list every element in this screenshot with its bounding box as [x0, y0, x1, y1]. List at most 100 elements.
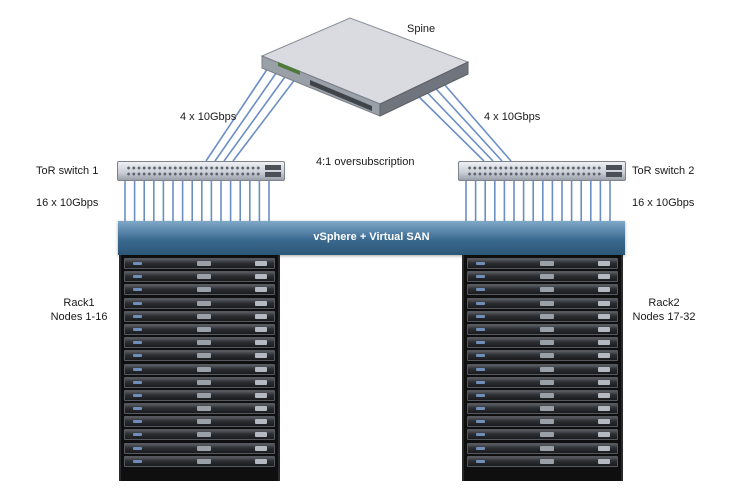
rack-2-nodes: Nodes 17-32: [632, 311, 696, 323]
rack-1-node: [124, 416, 275, 428]
node-indicator: [197, 261, 211, 266]
node-indicator: [476, 407, 485, 411]
spine-status-strip: [278, 62, 300, 75]
node-indicator: [197, 353, 211, 359]
node-indicator: [540, 287, 554, 293]
rack-2-node: [467, 416, 618, 428]
rack-2-node: [467, 389, 618, 401]
node-indicator: [598, 432, 610, 438]
node-indicator: [476, 446, 485, 450]
rack-1-node: [124, 310, 275, 322]
rack-2: [462, 255, 623, 481]
node-indicator: [255, 419, 267, 425]
node-indicator: [540, 274, 554, 280]
spine-label: Spine: [407, 23, 436, 35]
node-indicator: [598, 419, 610, 425]
node-indicator: [197, 379, 211, 385]
node-indicator: [197, 406, 211, 412]
node-indicator: [255, 458, 267, 464]
node-indicator: [255, 353, 267, 359]
node-indicator: [255, 445, 267, 451]
node-indicator: [598, 274, 610, 280]
node-indicator: [540, 300, 554, 306]
node-indicator: [598, 458, 610, 464]
node-indicator: [255, 379, 267, 385]
rack-2-node: [467, 403, 618, 415]
rack-2-node: [467, 323, 618, 335]
node-indicator: [598, 340, 610, 346]
rack-2-node: [467, 310, 618, 322]
uplink-left-2: [214, 65, 282, 162]
tor-switch-2-label: ToR switch 2: [632, 165, 695, 177]
node-indicator: [476, 393, 485, 397]
node-indicator: [598, 379, 610, 385]
rack-2-node: [467, 350, 618, 362]
oversubscription-label: 4:1 oversubscription: [316, 156, 415, 168]
node-indicator: [598, 261, 610, 266]
node-indicator: [255, 287, 267, 293]
rack-1-name: Rack1: [63, 297, 95, 309]
node-indicator: [476, 354, 485, 358]
node-indicator: [255, 432, 267, 438]
uplink-label-left: 4 x 10Gbps: [180, 111, 237, 123]
uplink-right-4: [436, 75, 512, 162]
cluster-band: vSphere + Virtual SAN: [118, 221, 625, 255]
node-indicator: [197, 445, 211, 451]
uplink-right-3: [427, 79, 503, 162]
tor-switch-1-downlink-label: 16 x 10Gbps: [36, 197, 99, 209]
node-indicator: [598, 313, 610, 319]
node-indicator: [476, 459, 485, 463]
node-indicator: [197, 458, 211, 464]
node-indicator: [197, 392, 211, 398]
uplink-label-right: 4 x 10Gbps: [484, 111, 541, 123]
node-indicator: [476, 367, 485, 371]
node-indicator: [133, 314, 142, 318]
node-indicator: [133, 446, 142, 450]
node-indicator: [197, 274, 211, 280]
node-indicator: [540, 340, 554, 346]
node-indicator: [197, 366, 211, 372]
node-indicator: [540, 313, 554, 319]
rack-2-node: [467, 284, 618, 296]
rack-1-node: [124, 376, 275, 388]
rack-2-node: [467, 271, 618, 283]
node-indicator: [133, 367, 142, 371]
rack-2-node: [467, 297, 618, 309]
node-indicator: [255, 366, 267, 372]
rack-2-node: [467, 429, 618, 441]
spine-side-face: [379, 61, 469, 117]
node-indicator: [540, 419, 554, 425]
tor-switch-2-uplink-ports: [606, 165, 622, 177]
node-indicator: [540, 392, 554, 398]
node-indicator: [476, 380, 485, 384]
node-indicator: [255, 300, 267, 306]
node-indicator: [255, 313, 267, 319]
tor-downlinks: [124, 181, 611, 221]
rack-2-node: [467, 455, 618, 467]
node-indicator: [197, 432, 211, 438]
rack-1-node: [124, 363, 275, 375]
node-indicator: [255, 326, 267, 332]
node-indicator: [540, 379, 554, 385]
node-indicator: [540, 326, 554, 332]
node-indicator: [476, 433, 485, 437]
uplink-left-1: [205, 61, 273, 162]
node-indicator: [197, 326, 211, 332]
tor-switch-2: [458, 161, 626, 181]
node-indicator: [598, 326, 610, 332]
rack-1-node: [124, 350, 275, 362]
node-indicator: [598, 353, 610, 359]
node-indicator: [598, 392, 610, 398]
rack-1-node: [124, 403, 275, 415]
node-indicator: [197, 287, 211, 293]
rack-2-node: [467, 258, 618, 269]
node-indicator: [598, 300, 610, 306]
node-indicator: [540, 366, 554, 372]
node-indicator: [476, 301, 485, 305]
node-indicator: [133, 275, 142, 279]
rack-2-label: Rack2 Nodes 17-32: [624, 296, 704, 324]
spine-switch: [260, 17, 470, 117]
rack-1: [119, 255, 280, 481]
node-indicator: [540, 353, 554, 359]
rack-2-node: [467, 442, 618, 454]
